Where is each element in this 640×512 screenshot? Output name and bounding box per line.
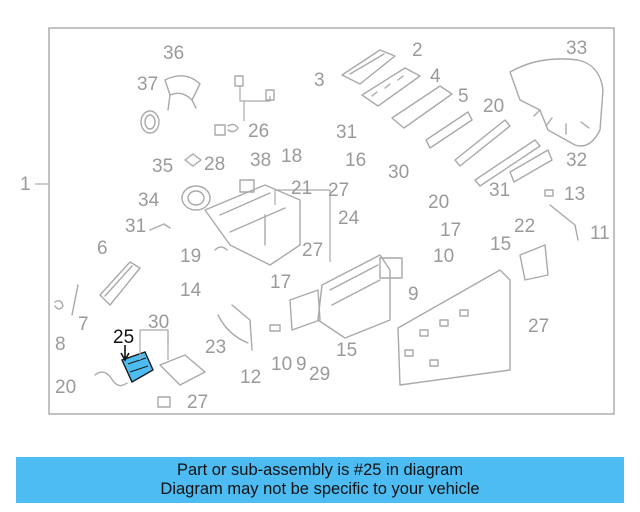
callout-32: 32 [566,150,587,171]
callout-16: 16 [345,150,366,171]
callout-6: 6 [97,238,108,259]
callout-31-left: 31 [125,216,146,237]
callout-17-right: 17 [440,220,461,241]
callout-1: 1 [20,174,31,195]
callout-38: 38 [250,150,271,171]
callout-28: 28 [204,154,225,175]
duct-2 [361,67,421,107]
diagram-frame [48,27,615,415]
callout-31-top: 31 [336,122,357,143]
callout-20-bottom: 20 [55,377,76,398]
callout-31-right: 31 [489,180,510,201]
callout-30-top: 30 [388,162,409,183]
info-line-2: Diagram may not be specific to your vehi… [160,480,480,498]
callout-20-top: 20 [483,96,504,117]
callout-4: 4 [430,66,441,87]
seal-ring-37 [140,110,160,134]
callout-33: 33 [566,38,587,59]
parts-diagram: 1 2 3 4 5 6 7 8 9 9 10 10 11 12 13 14 15… [20,27,615,415]
callout-27-top: 27 [328,180,349,201]
callout-19: 19 [180,246,201,267]
hose-20 [94,371,128,387]
callout-24: 24 [338,208,360,229]
callout-23: 23 [205,337,226,358]
callout-22: 22 [514,216,535,237]
callout-30-bottom: 30 [148,312,169,333]
panel-27 [397,269,511,386]
callout-15-right: 15 [490,234,511,255]
callout-29: 29 [309,364,330,385]
callout-36: 36 [163,43,184,64]
callout-27-right: 27 [528,316,549,337]
callout-14: 14 [180,280,202,301]
callout-27-center: 27 [302,240,323,261]
small-parts-left [149,153,255,251]
heater-unit-21 [204,184,331,266]
callout-35: 35 [152,156,173,177]
callout-labels: 1 2 3 4 5 6 7 8 9 9 10 10 11 12 13 14 15… [20,38,610,413]
bracket-5 [425,111,473,149]
evaporator-housing [317,254,403,339]
callout-7: 7 [78,314,89,335]
callout-11: 11 [590,223,610,244]
callout-26: 26 [248,121,269,142]
wire-harness-33 [509,58,604,147]
duct-4 [391,85,453,129]
callout-9-right: 9 [408,284,419,305]
callout-10-bottom: 10 [271,354,292,375]
bracket-30-bottom [139,330,171,408]
filter-6 [99,261,141,306]
callout-18: 18 [281,146,302,167]
part-25-highlighted [120,345,154,383]
callout-3: 3 [314,70,325,91]
callout-9-bottom: 9 [296,354,307,375]
callout-27-bottom: 27 [187,392,208,413]
duct-23 [140,329,206,386]
callout-12: 12 [240,367,261,388]
actuator-22 [519,244,549,281]
callout-13: 13 [564,184,585,205]
callout-15-bottom: 15 [336,340,357,361]
info-line-1: Part or sub-assembly is #25 in diagram [176,461,464,479]
callout-25: 25 [113,327,134,348]
parts-11-13 [544,189,579,241]
callout-21: 21 [291,178,312,199]
duct-3 [341,49,396,85]
callout-37: 37 [137,74,158,95]
callout-25-arrow [120,345,130,362]
callout-10-right: 10 [433,246,454,267]
strips-20-31-32 [454,119,553,187]
callout-20-mid: 20 [428,192,449,213]
callout-8: 8 [55,334,66,355]
connector-parts-26 [214,75,275,136]
callout-17-bottom: 17 [270,272,291,293]
rods-12-10-9 [217,289,321,351]
duct-cover-36 [164,75,201,111]
callout-5: 5 [458,86,469,107]
info-banner: Part or sub-assembly is #25 in diagram D… [16,457,624,503]
callout-2: 2 [412,40,423,61]
callout-34: 34 [138,190,160,211]
parts-7-8 [54,284,79,316]
